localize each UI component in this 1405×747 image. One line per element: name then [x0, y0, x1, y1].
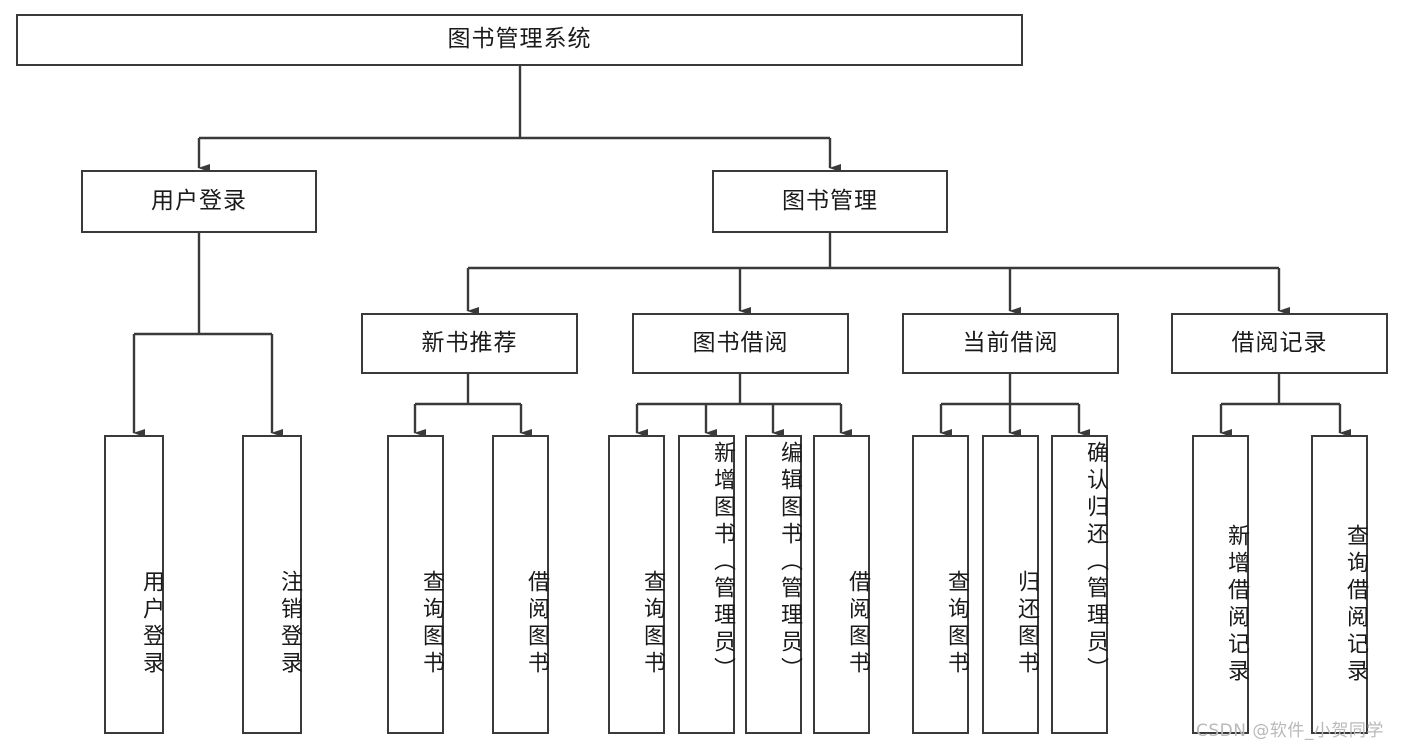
- node-root-system[interactable]: 图书管理系统: [16, 14, 1023, 66]
- node-label: 用户登录: [151, 187, 247, 214]
- leaf-return-book[interactable]: 归还图书: [982, 435, 1039, 734]
- node-label: 查询图书: [640, 569, 665, 678]
- node-label: 注销登录: [277, 569, 302, 678]
- node-user-login[interactable]: 用户登录: [81, 170, 317, 233]
- node-label: 查询图书: [419, 569, 444, 678]
- node-borrow-record[interactable]: 借阅记录: [1171, 313, 1388, 374]
- leaf-query-borrow-record[interactable]: 查询借阅记录: [1311, 435, 1368, 734]
- leaf-query-book-recommend[interactable]: 查询图书: [387, 435, 444, 734]
- leaf-edit-book-admin[interactable]: 编辑图书（管理员）: [745, 435, 802, 734]
- node-label: 归还图书: [1014, 569, 1039, 678]
- leaf-add-borrow-record[interactable]: 新增借阅记录: [1192, 435, 1249, 734]
- node-label: 借阅图书: [524, 569, 549, 678]
- node-label: 查询图书: [944, 569, 969, 678]
- node-book-management[interactable]: 图书管理: [712, 170, 948, 233]
- node-label: 编辑图书（管理员）: [777, 441, 802, 684]
- node-label: 新书推荐: [421, 329, 518, 356]
- node-label: 查询借阅记录: [1343, 523, 1368, 686]
- node-label: 当前借阅: [962, 329, 1059, 356]
- node-label: 确认归还（管理员）: [1083, 441, 1108, 684]
- node-label: 图书管理: [782, 187, 878, 214]
- node-current-borrow[interactable]: 当前借阅: [902, 313, 1119, 374]
- leaf-query-book-current[interactable]: 查询图书: [912, 435, 969, 734]
- leaf-user-logout[interactable]: 注销登录: [242, 435, 302, 734]
- node-label: 新增借阅记录: [1224, 523, 1249, 686]
- node-book-borrow[interactable]: 图书借阅: [632, 313, 849, 374]
- leaf-user-login[interactable]: 用户登录: [104, 435, 164, 734]
- leaf-add-book-admin[interactable]: 新增图书（管理员）: [678, 435, 735, 734]
- node-label: 用户登录: [139, 569, 164, 678]
- node-label: 新增图书（管理员）: [710, 441, 735, 684]
- node-label: 图书管理系统: [447, 26, 592, 53]
- csdn-watermark: CSDN @软件_小贺同学: [1196, 721, 1384, 741]
- leaf-borrow-book-recommend[interactable]: 借阅图书: [492, 435, 549, 734]
- leaf-borrow-book[interactable]: 借阅图书: [813, 435, 870, 734]
- node-label: 图书借阅: [692, 329, 789, 356]
- node-label: 借阅图书: [845, 569, 870, 678]
- leaf-confirm-return-admin[interactable]: 确认归还（管理员）: [1051, 435, 1108, 734]
- node-new-book-recommend[interactable]: 新书推荐: [361, 313, 578, 374]
- leaf-query-book-borrow[interactable]: 查询图书: [608, 435, 665, 734]
- node-label: 借阅记录: [1231, 329, 1328, 356]
